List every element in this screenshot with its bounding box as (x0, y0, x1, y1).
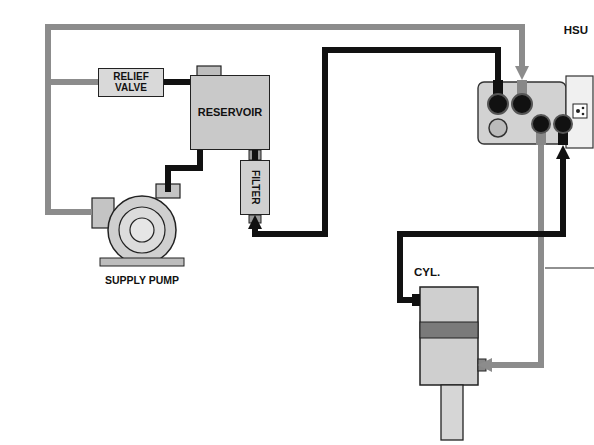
cylinder-rod (441, 385, 463, 440)
hsu-port (532, 115, 550, 133)
component-box: CYL. (420, 287, 478, 385)
component-label: SUPPLY PUMP (92, 275, 192, 286)
pump-ring (119, 207, 165, 253)
component-box: SUPPLY PUMP (92, 192, 192, 288)
box-label: FILTER (250, 168, 261, 206)
hsu-port (488, 94, 508, 114)
hydraulic-line (48, 82, 98, 212)
cylinder-symbol (412, 287, 486, 440)
hsu-icon-dot (576, 109, 580, 113)
hydraulic-line (488, 145, 541, 365)
leader-line (545, 267, 594, 268)
hsu-port (512, 94, 532, 114)
component-box: RESERVOIR (190, 75, 270, 150)
hydraulic-line (164, 79, 190, 85)
component-box: RELIEF VALVE (98, 68, 164, 97)
cylinder-port (478, 359, 486, 371)
hsu-panel (566, 76, 593, 148)
component-label: CYL. (412, 266, 442, 278)
hydraulic-line (400, 155, 563, 300)
cylinder-piston (420, 322, 478, 338)
component-box: FILTER (240, 160, 270, 215)
component-label: HSU (562, 24, 590, 36)
hydraulic-line (168, 150, 200, 192)
hsu-icon (573, 104, 587, 118)
filter-fitting (249, 215, 261, 223)
hydraulic-line (255, 50, 498, 234)
hydraulic-line (252, 150, 258, 160)
hsu-port (554, 115, 572, 133)
filter-fitting (249, 150, 261, 160)
pump-housing (108, 196, 176, 264)
box-label: RELIEF VALVE (99, 72, 163, 93)
hsu-icon-dot (582, 113, 585, 116)
pump-base (100, 258, 184, 266)
hsu-symbol (478, 76, 593, 148)
component-box: HSU (470, 80, 594, 145)
pump-symbol (92, 184, 184, 266)
hsu-icon-dot (582, 107, 585, 110)
box-label: RESERVOIR (196, 107, 265, 119)
hydraulic-line (48, 27, 522, 212)
pump-hub (130, 218, 154, 242)
cylinder-barrel (420, 287, 478, 385)
hsu-plug (489, 119, 507, 137)
